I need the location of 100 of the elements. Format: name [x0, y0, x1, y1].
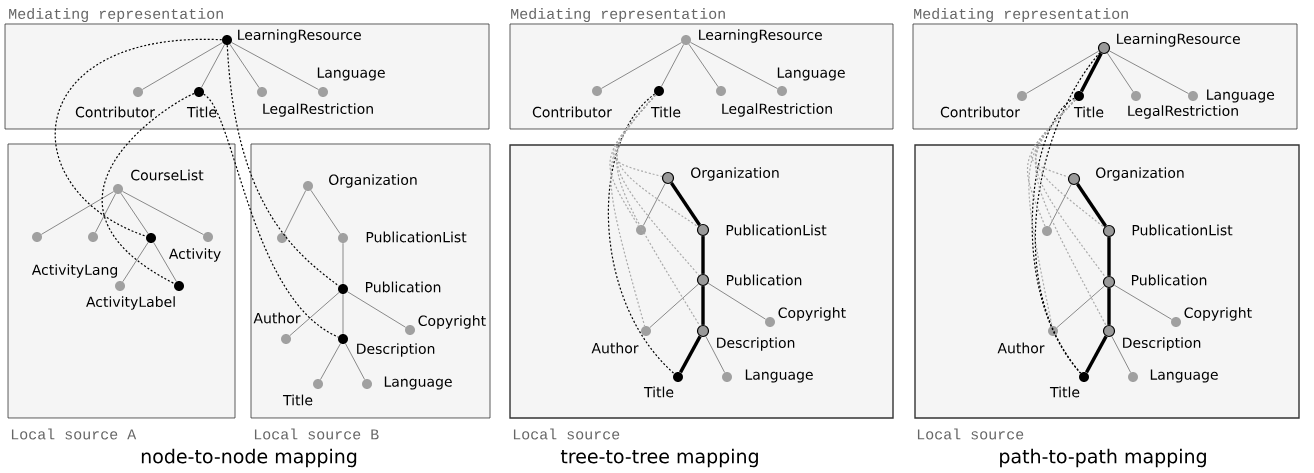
tree-edge [649, 283, 699, 328]
path-edge [1076, 183, 1107, 227]
path-edge [1085, 335, 1108, 374]
node-label: LegalRestriction [1128, 105, 1238, 119]
path-edge [1079, 52, 1103, 93]
node-label: PublicationList [1132, 224, 1233, 236]
node-label: CourseList [131, 169, 204, 181]
node-label: Language [384, 376, 452, 390]
tree-edge [310, 190, 341, 234]
node-label: LearningResource [1117, 33, 1240, 47]
node-label: Organization [1096, 167, 1184, 181]
tree-edge [320, 343, 341, 380]
node-label: Contributor [940, 106, 1020, 118]
tree-edge [690, 42, 778, 89]
node-label: Language [317, 67, 385, 81]
panel-caption: node-to-node mapping [141, 448, 357, 468]
tree-edge [1056, 285, 1105, 328]
tree-edge [347, 291, 406, 328]
tree-edge [41, 191, 114, 235]
mapping-line [54, 39, 223, 237]
node-label: Publication [366, 281, 441, 293]
node-label: Description [717, 337, 795, 351]
mapping-line [226, 44, 340, 287]
tree-edge [661, 44, 684, 87]
panel-caption: path-to-path mapping [1000, 448, 1206, 468]
tree-edge [345, 343, 365, 380]
tree-edge [95, 193, 116, 233]
tree-edge [643, 183, 666, 226]
path-edge [701, 286, 705, 325]
node-label: PublicationList [726, 224, 827, 236]
node-label: Organization [691, 167, 779, 181]
node-label: Title [186, 106, 217, 118]
node-label: Title [1073, 106, 1104, 118]
node-label: Title [1049, 386, 1080, 398]
node-label: Description [357, 343, 435, 357]
node-label: Contributor [532, 106, 612, 118]
node-label: Publication [1131, 274, 1207, 286]
path-edge [1107, 237, 1111, 276]
node-label: Description [1123, 337, 1201, 351]
mapping-line [1034, 51, 1101, 374]
node-label: Language [1150, 369, 1218, 383]
path-edge [670, 182, 701, 226]
mapping-line [608, 93, 675, 375]
mapping-line [101, 93, 195, 285]
node-label: Title [643, 386, 674, 398]
tree-edge [1113, 284, 1172, 320]
node-label: Publication [726, 274, 802, 286]
path-edge [701, 236, 705, 274]
tree-edge [122, 242, 149, 282]
mapping-line [1028, 99, 1076, 327]
panel-caption: tree-to-tree mapping [560, 448, 758, 468]
tree-edge [1026, 50, 1100, 94]
node-label: ActivityLang [31, 264, 117, 278]
tree-edge [1111, 336, 1131, 373]
node-label: Copyright [778, 307, 846, 321]
mapping-line [1031, 97, 1082, 374]
node-label: Author [997, 342, 1045, 354]
mapping-line [610, 94, 657, 327]
node-label: Language [1207, 89, 1275, 103]
tree-edge [231, 42, 319, 90]
panel-heading: Mediating representation [9, 8, 223, 22]
node-label: Author [591, 342, 639, 354]
node-label: Copyright [418, 315, 486, 329]
node-label: PublicationList [366, 231, 467, 243]
panel-heading: Local source [917, 428, 1024, 440]
node-label: LearningResource [238, 29, 361, 43]
tree-edge [1109, 50, 1189, 94]
path-edge [679, 335, 702, 374]
tree-edge [122, 191, 204, 235]
panel-heading: Mediating representation [511, 8, 725, 22]
node-label: Activity [168, 248, 221, 262]
panel-heading: Mediating representation [914, 8, 1128, 22]
tree-edge [284, 190, 306, 234]
node-label: LegalRestriction [263, 103, 373, 117]
tree-edge [142, 42, 223, 90]
tree-edge [1107, 52, 1134, 92]
tree-edge [289, 292, 340, 336]
path-edge [1107, 288, 1111, 325]
tree-edge [705, 336, 725, 373]
node-label: ActivityLabel [86, 296, 175, 310]
node-label: Contributor [75, 106, 155, 118]
tree-edge [1049, 184, 1072, 227]
node-label: LegalRestriction [722, 103, 832, 117]
node-label: Author [253, 312, 301, 324]
tree-edge [153, 242, 177, 282]
node-label: Language [777, 67, 845, 81]
panel-heading: Local source [513, 428, 620, 440]
tree-edge [688, 44, 719, 87]
node-label: LearningResource [699, 29, 822, 43]
tree-edge [229, 44, 260, 88]
tree-edge [601, 42, 682, 89]
mapping-line [203, 93, 339, 338]
tree-edge [201, 44, 225, 88]
tree-edge [120, 193, 149, 234]
node-label: Title [282, 394, 313, 406]
panel-heading: Local source B [254, 428, 379, 440]
tree-edge [342, 242, 344, 285]
node-label: Language [745, 369, 813, 383]
tree-edge [707, 282, 766, 320]
tree-edge [342, 293, 344, 335]
